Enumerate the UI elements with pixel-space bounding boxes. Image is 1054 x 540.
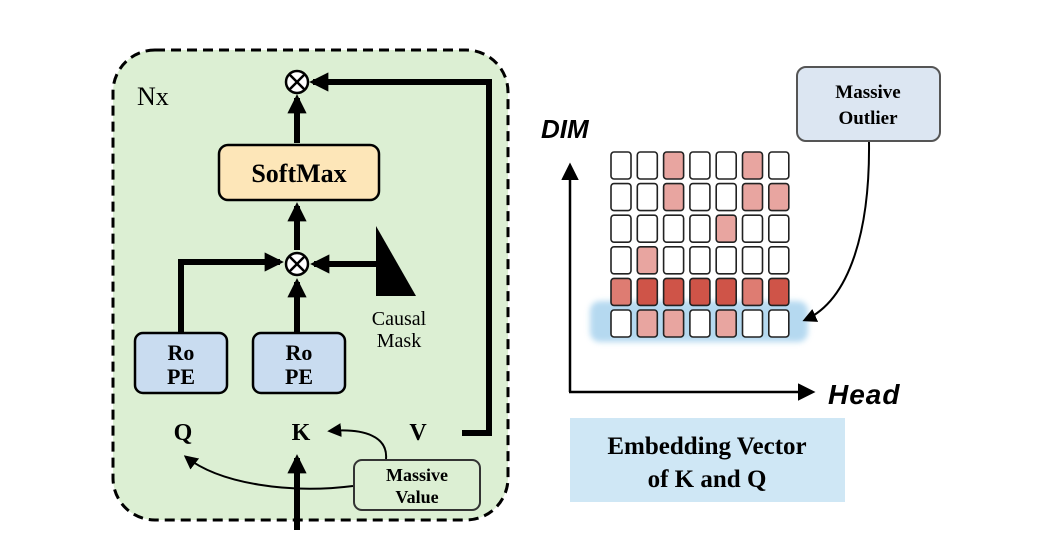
arrow-v-to-top-multiply (309, 72, 492, 436)
massive-value-line1: Massive (386, 465, 448, 485)
massive-outlier-box (796, 66, 941, 142)
embedding-cell-r1-c2 (662, 182, 685, 212)
embedding-cell-r5-c4 (715, 309, 738, 338)
middle-multiply-node (284, 251, 310, 277)
embedding-cell-r1-c6 (767, 182, 790, 212)
rope-right-line2: PE (285, 364, 313, 389)
embedding-cell-r3-c5 (741, 246, 764, 275)
softmax-box (217, 143, 381, 202)
embedding-cell-r2-c1 (636, 214, 659, 243)
embedding-cell-r2-c6 (767, 214, 790, 243)
attention-block-background (111, 48, 510, 522)
axis-y-label: DIM (541, 114, 590, 144)
embedding-cell-r1-c0 (610, 182, 632, 212)
caption-line1: Embedding Vector (607, 433, 806, 460)
embedding-cell-r4-c5 (741, 277, 764, 307)
embedding-cell-r2-c0 (610, 214, 632, 243)
embedding-cell-r3-c2 (662, 246, 685, 275)
embedding-cell-r4-c6 (767, 277, 790, 307)
axis-x-label: Head (828, 379, 900, 410)
embedding-cell-r3-c3 (689, 246, 711, 275)
embedding-cell-r3-c6 (767, 246, 790, 275)
repeat-label: Nx (137, 82, 169, 111)
embedding-cell-r1-c5 (741, 182, 764, 212)
causal-mask-label-line2: Mask (377, 330, 421, 352)
embedding-panel: DIM Head Massive Outlier Embedding Vecto… (541, 66, 941, 502)
embedding-cell-r4-c3 (689, 277, 711, 307)
attention-block: Nx SoftMax Causal Mask Ro PE (111, 48, 510, 530)
caption-line2: of K and Q (648, 466, 767, 493)
rope-right-line1: Ro (286, 340, 313, 365)
embedding-cell-r0-c2 (662, 151, 685, 180)
rope-left-line1: Ro (168, 340, 195, 365)
massive-outlier-line2: Outlier (838, 108, 898, 129)
arrow-left-rope-to-multiply (178, 252, 284, 332)
embedding-cell-r4-c4 (715, 277, 738, 307)
embedding-cell-r2-c5 (741, 214, 764, 243)
embedding-cell-r0-c4 (715, 151, 738, 180)
embedding-cell-r0-c0 (610, 151, 632, 180)
embedding-cell-r5-c2 (662, 309, 685, 338)
embedding-cell-r4-c2 (662, 277, 685, 307)
embedding-cell-r2-c2 (662, 214, 685, 243)
embedding-cell-r0-c5 (741, 151, 764, 180)
embedding-grid (610, 151, 790, 338)
softmax-label: SoftMax (251, 159, 346, 188)
input-k-label: K (292, 420, 311, 446)
embedding-cell-r5-c6 (767, 309, 790, 338)
embedding-cell-r4-c0 (610, 277, 632, 307)
embedding-cell-r5-c5 (741, 309, 764, 338)
embedding-cell-r3-c1 (636, 246, 659, 275)
top-multiply-node (284, 69, 310, 95)
embedding-cell-r2-c4 (715, 214, 738, 243)
input-q-label: Q (174, 420, 193, 446)
massive-outlier-line1: Massive (835, 82, 900, 103)
embedding-cell-r5-c1 (636, 309, 659, 338)
embedding-cell-r2-c3 (689, 214, 711, 243)
arrow-massive-value-to-q (183, 455, 354, 490)
embedding-cell-r3-c4 (715, 246, 738, 275)
embedding-cell-r5-c3 (689, 309, 711, 338)
rope-left-line2: PE (167, 364, 195, 389)
embedding-cell-r0-c1 (636, 151, 659, 180)
rope-box-left (133, 331, 229, 395)
caption-box (570, 418, 845, 502)
arrow-massive-value-to-k (327, 423, 388, 460)
causal-mask-label-line1: Causal (372, 308, 427, 330)
embedding-cell-r1-c4 (715, 182, 738, 212)
embedding-cell-r0-c3 (689, 151, 711, 180)
embedding-cell-r1-c3 (689, 182, 711, 212)
embedding-cell-r4-c1 (636, 277, 659, 307)
embedding-cell-r0-c6 (767, 151, 790, 180)
embedding-cell-r5-c0 (610, 309, 632, 338)
rope-box-right (251, 331, 347, 395)
massive-value-line2: Value (395, 487, 438, 507)
embedding-cell-r1-c1 (636, 182, 659, 212)
causal-mask-triangle-icon (376, 226, 416, 296)
embedding-cell-r3-c0 (610, 246, 632, 275)
massive-value-box (353, 459, 481, 511)
arrow-outlier-to-row (802, 141, 871, 322)
input-v-label: V (409, 420, 427, 446)
